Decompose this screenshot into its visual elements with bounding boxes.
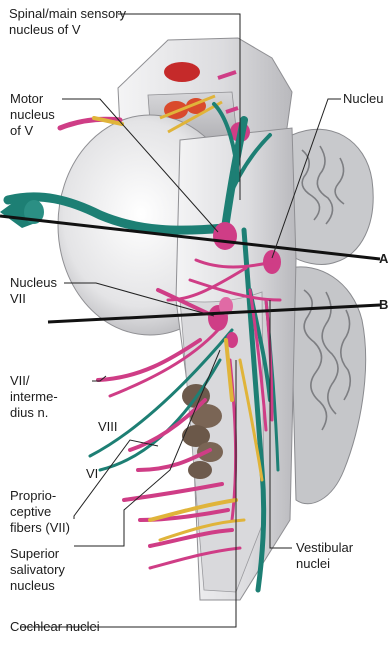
label-nucleus-top-right: Nucleu	[343, 91, 383, 107]
label-marker-a: A	[379, 251, 388, 267]
label-viii: VIII	[98, 419, 118, 435]
cerebellum	[290, 129, 373, 504]
label-cochlear-nuclei: Cochlear nuclei	[10, 619, 100, 635]
label-superior-salivatory-nucleus: Superior salivatory nucleus	[10, 546, 65, 594]
label-proprioceptive-fibers: Proprio- ceptive fibers (VII)	[10, 488, 70, 536]
label-vestibular-nuclei: Vestibular nuclei	[296, 540, 353, 572]
label-vi: VI	[86, 466, 98, 482]
label-motor-nucleus-v: Motor nucleus of V	[10, 91, 55, 139]
label-marker-b: B	[379, 297, 388, 313]
label-nucleus-vii: Nucleus VII	[10, 275, 57, 307]
label-spinal-main-sensory-nucleus-v: Spinal/main sensory nucleus of V	[9, 6, 126, 38]
label-vii-intermedius: VII/ interme- dius n.	[10, 373, 58, 421]
